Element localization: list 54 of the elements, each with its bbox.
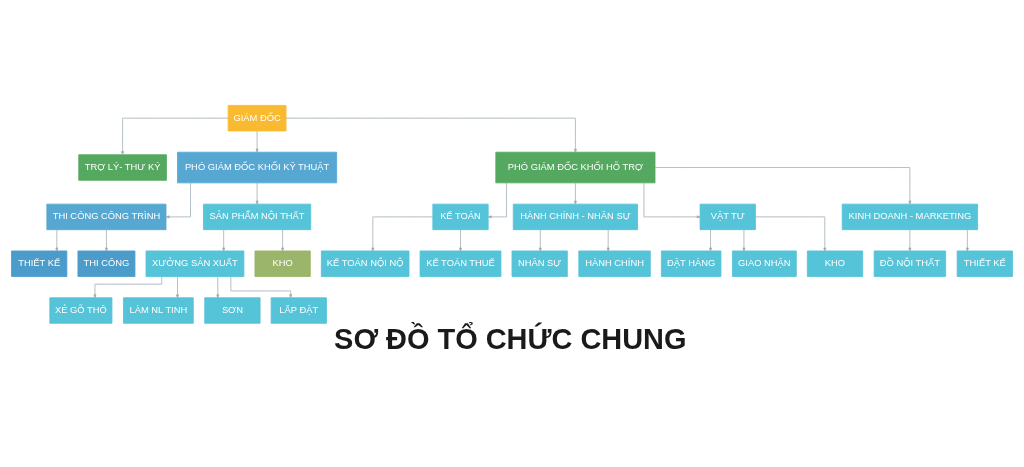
node-box: ĐẶT HÀNG bbox=[660, 250, 722, 277]
arrow bbox=[255, 182, 259, 205]
node-box: TRỢ LÝ- THƯ KÝ bbox=[78, 154, 167, 181]
node-box: HÀNH CHÍNH bbox=[578, 250, 651, 277]
node-box: GIAO NHẬN bbox=[732, 250, 797, 277]
arrow bbox=[538, 229, 542, 252]
node-box: ĐỒ NỘI THẤT bbox=[873, 250, 947, 277]
node-box: THI CÔNG bbox=[77, 250, 136, 277]
node-box: XƯỞNG SẢN XUẤT bbox=[145, 250, 245, 277]
arrow bbox=[742, 229, 746, 252]
node-box: LẮP ĐẶT bbox=[270, 297, 327, 324]
arrow bbox=[55, 229, 59, 252]
node-box: KẾ TOÁN NỘI NỘ bbox=[320, 250, 410, 277]
arrow bbox=[176, 276, 179, 299]
node-box: VẬT TƯ bbox=[699, 203, 756, 231]
node-box: KHO bbox=[254, 250, 311, 277]
arrow bbox=[487, 182, 507, 219]
arrow bbox=[606, 229, 610, 252]
arrow bbox=[709, 229, 712, 252]
node-box: PHÓ GIÁM ĐỐC KHỐI KỸ THUẬT bbox=[177, 151, 338, 184]
arrow bbox=[165, 182, 191, 219]
arrow bbox=[285, 117, 577, 153]
arrow bbox=[654, 167, 912, 205]
arrow bbox=[755, 216, 827, 252]
arrow bbox=[105, 229, 108, 252]
node-box: GIÁM ĐỐC bbox=[227, 104, 287, 132]
arrow bbox=[371, 216, 434, 252]
node-box: KHO bbox=[806, 250, 864, 277]
diagram-title: SƠ ĐỒ TỔ CHỨC CHUNG bbox=[334, 323, 687, 355]
arrow bbox=[965, 229, 969, 252]
node-box: KẾ TOÁN THUẾ bbox=[419, 250, 502, 277]
arrow bbox=[93, 276, 163, 299]
node-box: THIẾT KẾ bbox=[956, 250, 1013, 277]
arrow bbox=[574, 182, 577, 205]
arrow bbox=[281, 229, 285, 252]
node-box: LÀM NL TINH bbox=[123, 297, 194, 324]
node-box: XẺ GỖ THÔ bbox=[49, 297, 113, 324]
arrow bbox=[216, 276, 220, 299]
node-box: HÀNH CHÍNH - NHÂN SỰ bbox=[512, 203, 638, 231]
node-box: THI CÔNG CÔNG TRÌNH bbox=[46, 203, 167, 231]
node-box: THIẾT KẾ bbox=[11, 250, 68, 277]
arrow bbox=[222, 229, 226, 252]
arrow bbox=[459, 229, 462, 252]
node-box: SẢN PHẨM NỘI THẤT bbox=[203, 203, 312, 231]
arrow bbox=[255, 130, 259, 153]
arrow bbox=[121, 117, 229, 155]
node-box: PHÓ GIÁM ĐỐC KHỐI HỖ TRỢ bbox=[495, 151, 656, 184]
arrow bbox=[230, 276, 293, 298]
node-box: SƠN bbox=[204, 297, 261, 324]
node-box: NHÂN SỰ bbox=[511, 250, 568, 277]
arrow bbox=[908, 229, 912, 252]
arrow bbox=[643, 182, 701, 219]
node-box: KINH DOANH - MARKETING bbox=[841, 203, 978, 231]
node-box: KẾ TOÁN bbox=[432, 203, 489, 231]
